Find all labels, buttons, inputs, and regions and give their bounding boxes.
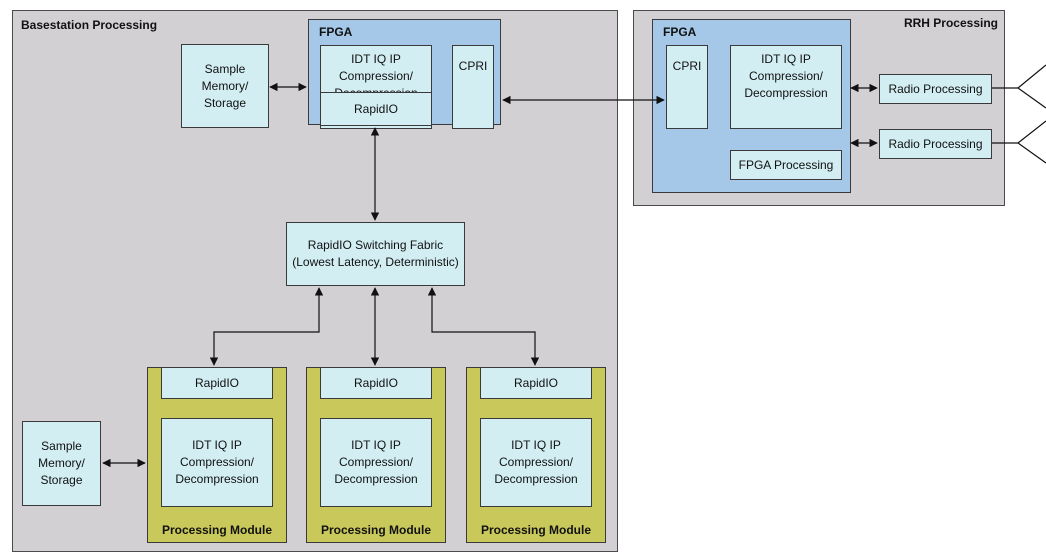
basestation-rapidio-block: RapidIO (320, 92, 432, 126)
processing-module-label: Processing Module (161, 523, 273, 537)
sample-memory-top: Sample Memory/ Storage (181, 44, 269, 128)
basestation-cpri-block: CPRI (452, 45, 494, 129)
processing-module-label: Processing Module (320, 523, 432, 537)
rrh-cpri-block: CPRI (666, 45, 708, 129)
pm2-rapidio-block: RapidIO (320, 367, 432, 399)
basestation-fpga-title: FPGA (319, 25, 353, 39)
rrh-title: RRH Processing (903, 16, 998, 30)
pm2-iq-block: IDT IQ IP Compression/ Decompression (320, 418, 432, 507)
connector-switch-module-3 (427, 287, 540, 366)
pm3-rapidio-block: RapidIO (480, 367, 592, 399)
pm1-rapidio-block: RapidIO (161, 367, 273, 399)
pm1-iq-block: IDT IQ IP Compression/ Decompression (161, 418, 273, 507)
sample-memory-bottom: Sample Memory/ Storage (22, 421, 101, 506)
radio-processing-2: Radio Processing (879, 129, 992, 159)
rrh-fpga-processing-block: FPGA Processing (730, 150, 842, 180)
pm3-iq-block: IDT IQ IP Compression/ Decompression (480, 418, 592, 507)
radio-processing-1: Radio Processing (879, 74, 992, 104)
processing-module-label: Processing Module (480, 523, 592, 537)
rrh-fpga-title: FPGA (663, 25, 697, 39)
antenna-icon (1016, 120, 1046, 164)
rrh-iq-block: IDT IQ IP Compression/ Decompression (730, 45, 842, 129)
antenna-icon (1017, 64, 1046, 109)
rapidio-switching-fabric: RapidIO Switching Fabric (Lowest Latency… (286, 222, 465, 286)
connector-switch-module-1 (209, 287, 324, 366)
basestation-title: Basestation Processing (21, 18, 158, 32)
